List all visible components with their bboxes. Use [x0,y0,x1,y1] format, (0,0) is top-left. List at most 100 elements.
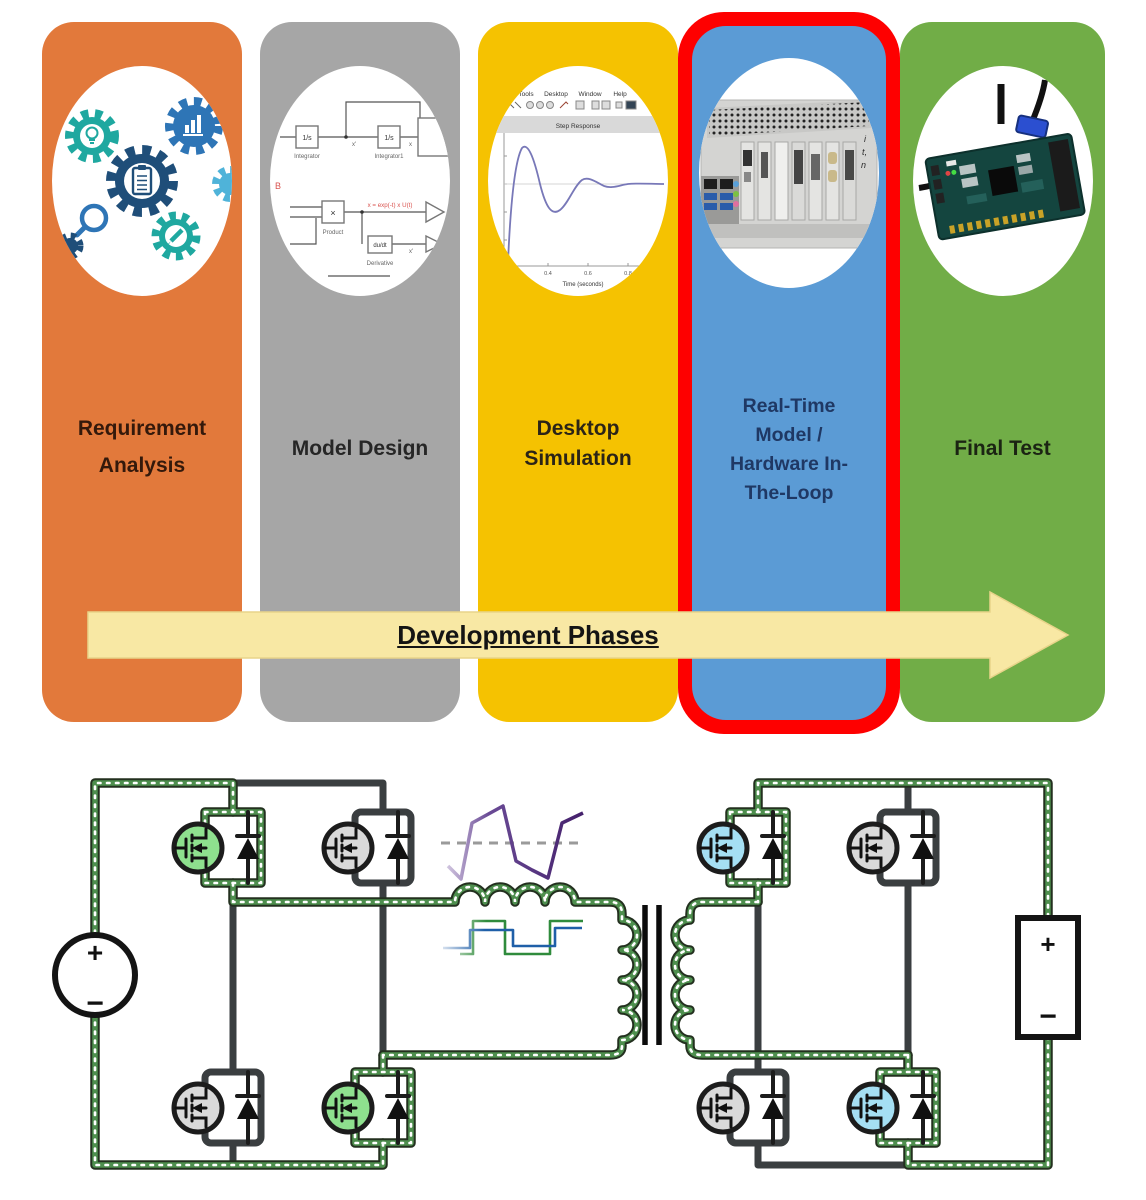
signal-xprime: x' [352,142,356,148]
pencil-icon [166,228,184,246]
mosfet-secondary-top-right [846,821,900,875]
fpga-chip [987,165,1018,196]
svg-text:x': x' [409,249,413,255]
phase-column-hardware-in-the-loop: i t, n Real-Time Model / Hardware In- Th… [692,26,886,720]
svg-text:×: × [330,208,335,218]
svg-text:du/dt: du/dt [373,243,387,249]
phase-label-requirement-analysis: Requirement Analysis [77,417,207,477]
fpga-board [924,133,1086,241]
development-phases-arrow [87,590,1070,680]
phase-column-model-design: 1/s Integrator x' 1/s Integrator1 x B × … [260,22,460,722]
plot-axes [503,133,664,267]
connector-block-icon [743,150,752,166]
vga-cable [1028,79,1048,124]
simulink-block-diagram: 1/s Integrator x' 1/s Integrator1 x B × … [275,101,450,277]
gain-block [425,200,446,224]
db9-connector-icon [828,152,837,164]
phase-icon-circle: Tools Desktop Window Help Step Response … [488,66,668,296]
svg-text:t,: t, [862,147,867,157]
source-minus-sign: − [86,987,104,1020]
secondary-voltage-waveform [443,926,582,950]
mosfet-secondary-bottom-right [846,1081,900,1135]
xtick-2: 0.8 [624,271,632,277]
svg-text:1/s: 1/s [384,135,394,142]
step-response-curve [507,145,665,263]
mosfet-switches [171,821,900,1135]
motherboard-io [701,176,739,224]
magnifier-gear-icon [56,203,109,260]
plot-title-band [488,116,668,133]
product-label: Product [323,230,344,236]
waveform-annotations [441,804,584,956]
product-block [321,200,345,224]
gear-top-left-icon [65,109,119,163]
matlab-step-response-plot: Tools Desktop Window Help Step Response … [488,91,668,288]
vga-connector-icon [1014,114,1049,139]
phase-label-model-design: Model Design [291,437,429,460]
phase-column-requirement-analysis: Requirement Analysis [42,22,242,722]
mosfet-primary-top-left [171,821,225,875]
integrator1-block [377,125,401,149]
gear-bottom-right-icon [151,211,201,261]
signal-x: x [409,142,412,148]
realtime-target-chassis-photo: i t, n [700,99,878,249]
battery-minus-sign: − [1039,1000,1057,1033]
transformer-core [642,905,662,1045]
phase-label-hardware-in-the-loop: Real-Time Model / Hardware In- The-Loop [729,395,849,504]
development-phases-title: Development Phases [397,620,659,650]
mosfet-secondary-top-left [696,821,750,875]
arrow-shape [87,590,1070,680]
mosfet-primary-top-right [321,821,375,875]
dc-voltage-source: + − [52,932,138,1020]
svg-text:n: n [861,160,866,170]
equation-note: x = exp(-t) x U(t) [368,202,413,209]
xtick-0: 0.4 [544,271,552,277]
toolbar-icons [507,100,637,110]
gears-analysis-illustration [56,97,232,261]
dual-active-bridge-circuit: + − + − [52,740,1081,1200]
usb-port-icon [704,193,717,200]
integrator-block [295,125,319,149]
ethernet-port-icon [704,179,717,189]
body-diodes [235,810,936,1145]
phase-icon-circle: 1/s Integrator x' 1/s Integrator1 x B × … [270,66,450,296]
phase-column-desktop-simulation: Tools Desktop Window Help Step Response … [478,22,678,722]
gear-center-icon [106,145,178,217]
marker-b: B [275,181,281,191]
gear-right-edge-icon [212,166,232,202]
mosfet-primary-bottom-right [321,1081,375,1135]
chassis-base [707,224,871,238]
menu-window: Window [578,91,601,98]
derivative-label: Derivative [367,261,394,267]
svg-text:i: i [864,134,867,144]
derivative-block [367,235,393,254]
phase-label-final-test: Final Test [954,437,1051,460]
mosfet-secondary-bottom-left [696,1081,750,1135]
bar-chart-icon [183,115,203,136]
source-plus-sign: + [87,937,103,968]
phase-label-desktop-simulation: Desktop Simulation [524,417,632,470]
scope-block [417,117,450,157]
x-axis-label: Time (seconds) [562,282,603,288]
battery-plus-sign: + [1040,929,1055,959]
xtick-1: 0.6 [584,271,592,277]
svg-text:1/s: 1/s [302,135,312,142]
battery-load: + − [1015,915,1081,1040]
gain-label: Ga [442,227,450,233]
menu-help: Help [613,91,627,98]
menu-tools: Tools [518,91,534,98]
edge-lettering: i t, n [861,134,867,170]
primary-voltage-waveform [460,919,583,956]
menu-desktop: Desktop [544,91,568,98]
fpga-board-photo [918,79,1086,241]
circuit-wiring [201,779,940,1169]
inductor-current-waveform [446,804,584,881]
gain2-block [425,234,444,254]
integrator-label: Integrator [294,154,320,160]
gear-top-right-icon [165,97,223,155]
phase-icon-circle: i t, n [699,58,879,288]
phase-icon-circle [912,66,1093,296]
audio-jack-icon [733,181,739,187]
lightbulb-icon [80,120,104,144]
